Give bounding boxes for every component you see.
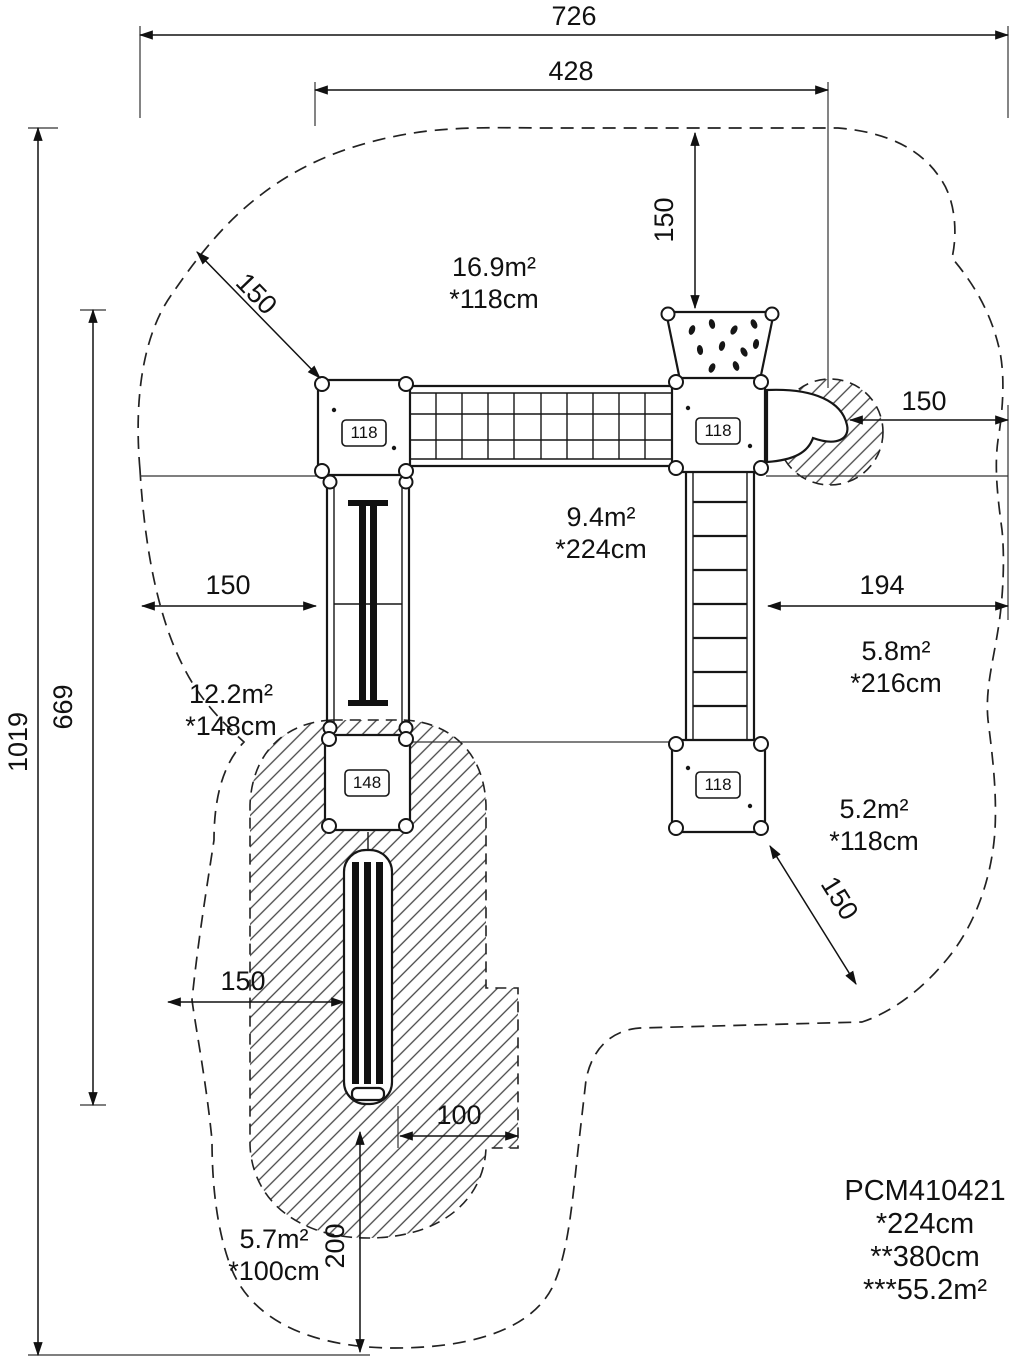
zone3-label: 5.8m² *216cm (850, 636, 942, 698)
zone4-area: 12.2m² (189, 679, 273, 709)
platform-label-top-right: 118 (704, 421, 731, 440)
dim-label-150-bottom-left: 150 (220, 966, 265, 996)
zone-labels: 16.9m² *118cm 9.4m² *224cm 5.8m² *216cm … (185, 252, 942, 1286)
zone5-height: *118cm (829, 826, 919, 856)
zone1-label: 16.9m² *118cm (449, 252, 539, 314)
platform-label-bottom-left: 148 (353, 773, 381, 792)
dim-radius-bottom-right: 150 (769, 845, 864, 985)
dim-label-150-left: 150 (205, 570, 250, 600)
platform-top-right: 118 (668, 374, 769, 476)
dim-label-150-right: 150 (901, 386, 946, 416)
dim-label-150-top: 150 (649, 197, 679, 242)
pole-column (322, 474, 414, 736)
zone6-label: 5.7m² *100cm (228, 1224, 320, 1286)
dim-label-428: 428 (548, 56, 593, 86)
zone4-height: *148cm (185, 711, 277, 741)
main-safety-zone-outline (137, 126, 1005, 1349)
climbing-wall (660, 306, 780, 382)
zone6-height: *100cm (228, 1256, 320, 1286)
dim-right-width: 194 (766, 570, 1010, 611)
dim-overall-width: 726 (138, 1, 1010, 118)
reference-lines (28, 127, 1009, 1356)
zone5-area: 5.2m² (839, 794, 908, 824)
platform-bottom-left: 148 (321, 731, 414, 834)
legend-line-2: **380cm (870, 1241, 980, 1273)
zone1-area: 16.9m² (452, 252, 536, 282)
zone4-label: 12.2m² *148cm (185, 679, 277, 741)
play-structure: 118 118 118 (314, 306, 849, 1106)
dim-label-100: 100 (436, 1100, 481, 1130)
lower-slide (342, 832, 394, 1106)
climbing-holds (688, 319, 760, 373)
zone2-label: 9.4m² *224cm (555, 502, 647, 564)
zone3-height: *216cm (850, 668, 942, 698)
zone5-label: 5.2m² *118cm (829, 794, 919, 856)
dim-label-194: 194 (859, 570, 904, 600)
dim-pole-offset: 100 (398, 1100, 520, 1141)
zone6-area: 5.7m² (239, 1224, 308, 1254)
dim-radius-top-left: 150 (196, 251, 321, 379)
dim-radius-top: 150 (649, 131, 700, 310)
platform-bottom-right: 118 (668, 736, 769, 836)
ladder (684, 472, 756, 742)
dim-overall-height: 1019 (3, 126, 43, 1357)
dim-left-height: 669 (48, 308, 98, 1107)
platform-label-bottom-right: 118 (704, 775, 731, 794)
product-code: PCM410421 (844, 1175, 1005, 1207)
dim-label-150-bottom-right: 150 (815, 871, 864, 925)
zone2-height: *224cm (555, 534, 647, 564)
zone1-height: *118cm (449, 284, 539, 314)
slide-chute (765, 388, 849, 464)
zone3-area: 5.8m² (861, 636, 930, 666)
zone2-area: 9.4m² (566, 502, 635, 532)
dim-label-726: 726 (551, 1, 596, 31)
dim-label-200: 200 (320, 1223, 350, 1268)
dim-inner-width: 428 (313, 56, 830, 388)
dim-label-669: 669 (48, 684, 78, 729)
net-bridge (410, 384, 672, 468)
dim-bottom-clearance: 200 (320, 1130, 365, 1354)
dim-label-150-top-left: 150 (230, 267, 283, 320)
dim-radius-left: 150 (140, 570, 318, 611)
platform-top-left: 118 (314, 376, 414, 479)
dim-radius-right: 150 (848, 386, 1010, 425)
platform-label-top-left: 118 (350, 423, 377, 442)
dim-radius-bottom-left: 150 (166, 966, 346, 1007)
legend: PCM410421 *224cm **380cm ***55.2m² (844, 1175, 1005, 1306)
legend-line-1: *224cm (876, 1208, 974, 1240)
dim-label-1019: 1019 (3, 712, 33, 772)
legend-line-3: ***55.2m² (863, 1274, 987, 1306)
